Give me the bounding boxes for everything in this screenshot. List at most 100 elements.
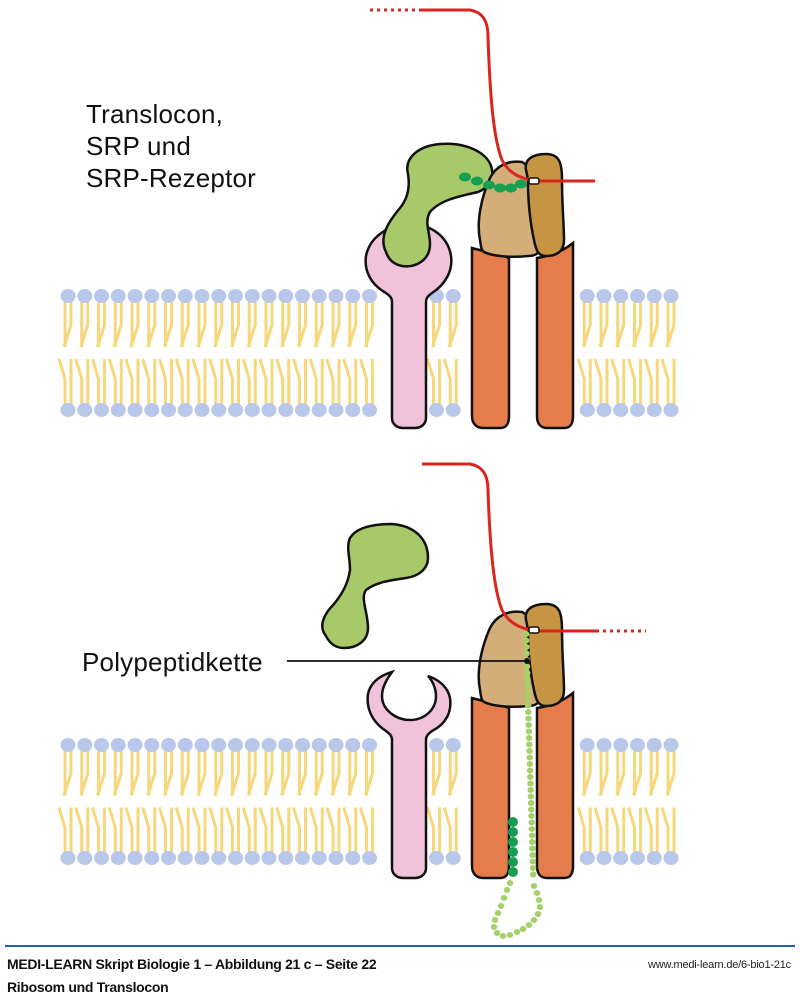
lipid-tail [112, 751, 123, 796]
lipid-head [646, 289, 662, 303]
lipid-tail [598, 751, 609, 796]
polypeptide-bead [529, 865, 537, 871]
lipid-head [194, 738, 210, 752]
lipid-tail [325, 807, 335, 852]
lipid-tail [174, 807, 184, 852]
lipid-tail [442, 358, 452, 404]
polypeptide-bead [528, 839, 536, 845]
lipid-tail [275, 358, 285, 404]
lipid-tail [660, 358, 670, 404]
lipid-head [445, 289, 461, 303]
lipid-head [127, 289, 143, 303]
lipid-head [295, 403, 310, 417]
polypeptide-bead [524, 702, 532, 709]
lipid-head [127, 403, 143, 417]
lipid-tail [330, 751, 341, 796]
polypeptide-bead [529, 871, 537, 878]
polypeptide-bead [524, 683, 531, 689]
lipid-tail [426, 358, 435, 404]
polypeptide-chain-icon [490, 631, 544, 939]
lipid-head [345, 403, 361, 417]
lipid-head [177, 289, 193, 303]
lipid-tail [124, 358, 134, 404]
lipid-tail [146, 302, 157, 348]
lipid-head [295, 289, 310, 303]
lipid-tail [292, 807, 301, 852]
polypeptide-bead [528, 826, 536, 832]
lipid-tail [91, 358, 100, 404]
lipid-tail [57, 807, 67, 852]
lipid-tail [246, 751, 257, 796]
polypeptide-bead [528, 813, 535, 819]
polypeptide-bead [526, 754, 534, 761]
polypeptide-bead [524, 689, 532, 696]
polypeptide-bead [519, 926, 527, 932]
polypeptide-bead [493, 930, 501, 936]
lipid-tail [431, 302, 441, 348]
lipid-tail [263, 751, 274, 796]
lipid-tail [96, 302, 106, 348]
lipid-tail [74, 358, 84, 404]
lipid-head [110, 851, 126, 865]
lipid-tail [442, 807, 452, 852]
lipid-head [60, 289, 76, 303]
lipid-head [94, 851, 109, 865]
lipid-head [328, 738, 344, 752]
lipid-head [328, 851, 344, 865]
signal-bead [508, 837, 518, 847]
polypeptide-bead [525, 922, 533, 928]
lipid-tail [263, 302, 274, 348]
lipid-head [177, 403, 193, 417]
title-line: SRP und [86, 131, 191, 161]
polypeptide-bead [497, 903, 505, 909]
lipid-tail [191, 358, 201, 404]
lipid-head [244, 403, 260, 417]
lipid-tail [643, 358, 653, 404]
polypeptide-bead [525, 735, 533, 741]
lipid-tail [426, 807, 435, 852]
lipid-head [228, 403, 243, 417]
lipid-head [278, 403, 294, 417]
footer-source: MEDI-LEARN Skript Biologie 1 – Abbildung… [7, 956, 377, 972]
srp-receptor-open-icon [366, 669, 452, 880]
polypeptide-bead [523, 650, 530, 657]
lipid-head [211, 738, 227, 752]
lipid-head [663, 403, 679, 417]
lipid-head [295, 738, 310, 752]
lipid-tail [632, 302, 642, 348]
lipid-head [328, 403, 344, 417]
signal-bead [494, 183, 506, 193]
lipid-tail [280, 302, 291, 348]
polypeptide-bead [490, 924, 498, 930]
lipid-head [77, 851, 93, 865]
lipid-head [579, 403, 595, 417]
lipid-tail [241, 807, 251, 852]
lipid-head [278, 851, 294, 865]
polypeptide-bead [528, 819, 535, 826]
lipid-head [295, 851, 310, 865]
lipid-tail [124, 807, 134, 852]
lipid-head [630, 403, 645, 417]
lipid-tail [163, 751, 173, 796]
lipid-head [646, 738, 662, 752]
lipid-head [362, 738, 377, 752]
polypeptide-bead [506, 880, 514, 886]
footer-url: www.medi-learn.de/6-bio1-21c [648, 959, 791, 971]
lipid-tail [62, 751, 73, 796]
lipid-head [596, 851, 612, 865]
lipid-tail [297, 302, 307, 348]
lipid-tail [179, 302, 190, 348]
lipid-tail [447, 751, 458, 796]
lipid-tail [275, 807, 285, 852]
lipid-head [278, 738, 294, 752]
lipid-tail [74, 807, 84, 852]
panel-2 [287, 462, 646, 939]
lipid-tail [91, 807, 100, 852]
lipid-head [110, 289, 126, 303]
polypeptide-bead [524, 676, 531, 683]
polypeptide-bead [522, 637, 530, 644]
lipid-head [445, 403, 461, 417]
polypeptide-bead [525, 715, 532, 722]
lipid-head [144, 738, 160, 752]
lipid-tail [208, 358, 218, 404]
